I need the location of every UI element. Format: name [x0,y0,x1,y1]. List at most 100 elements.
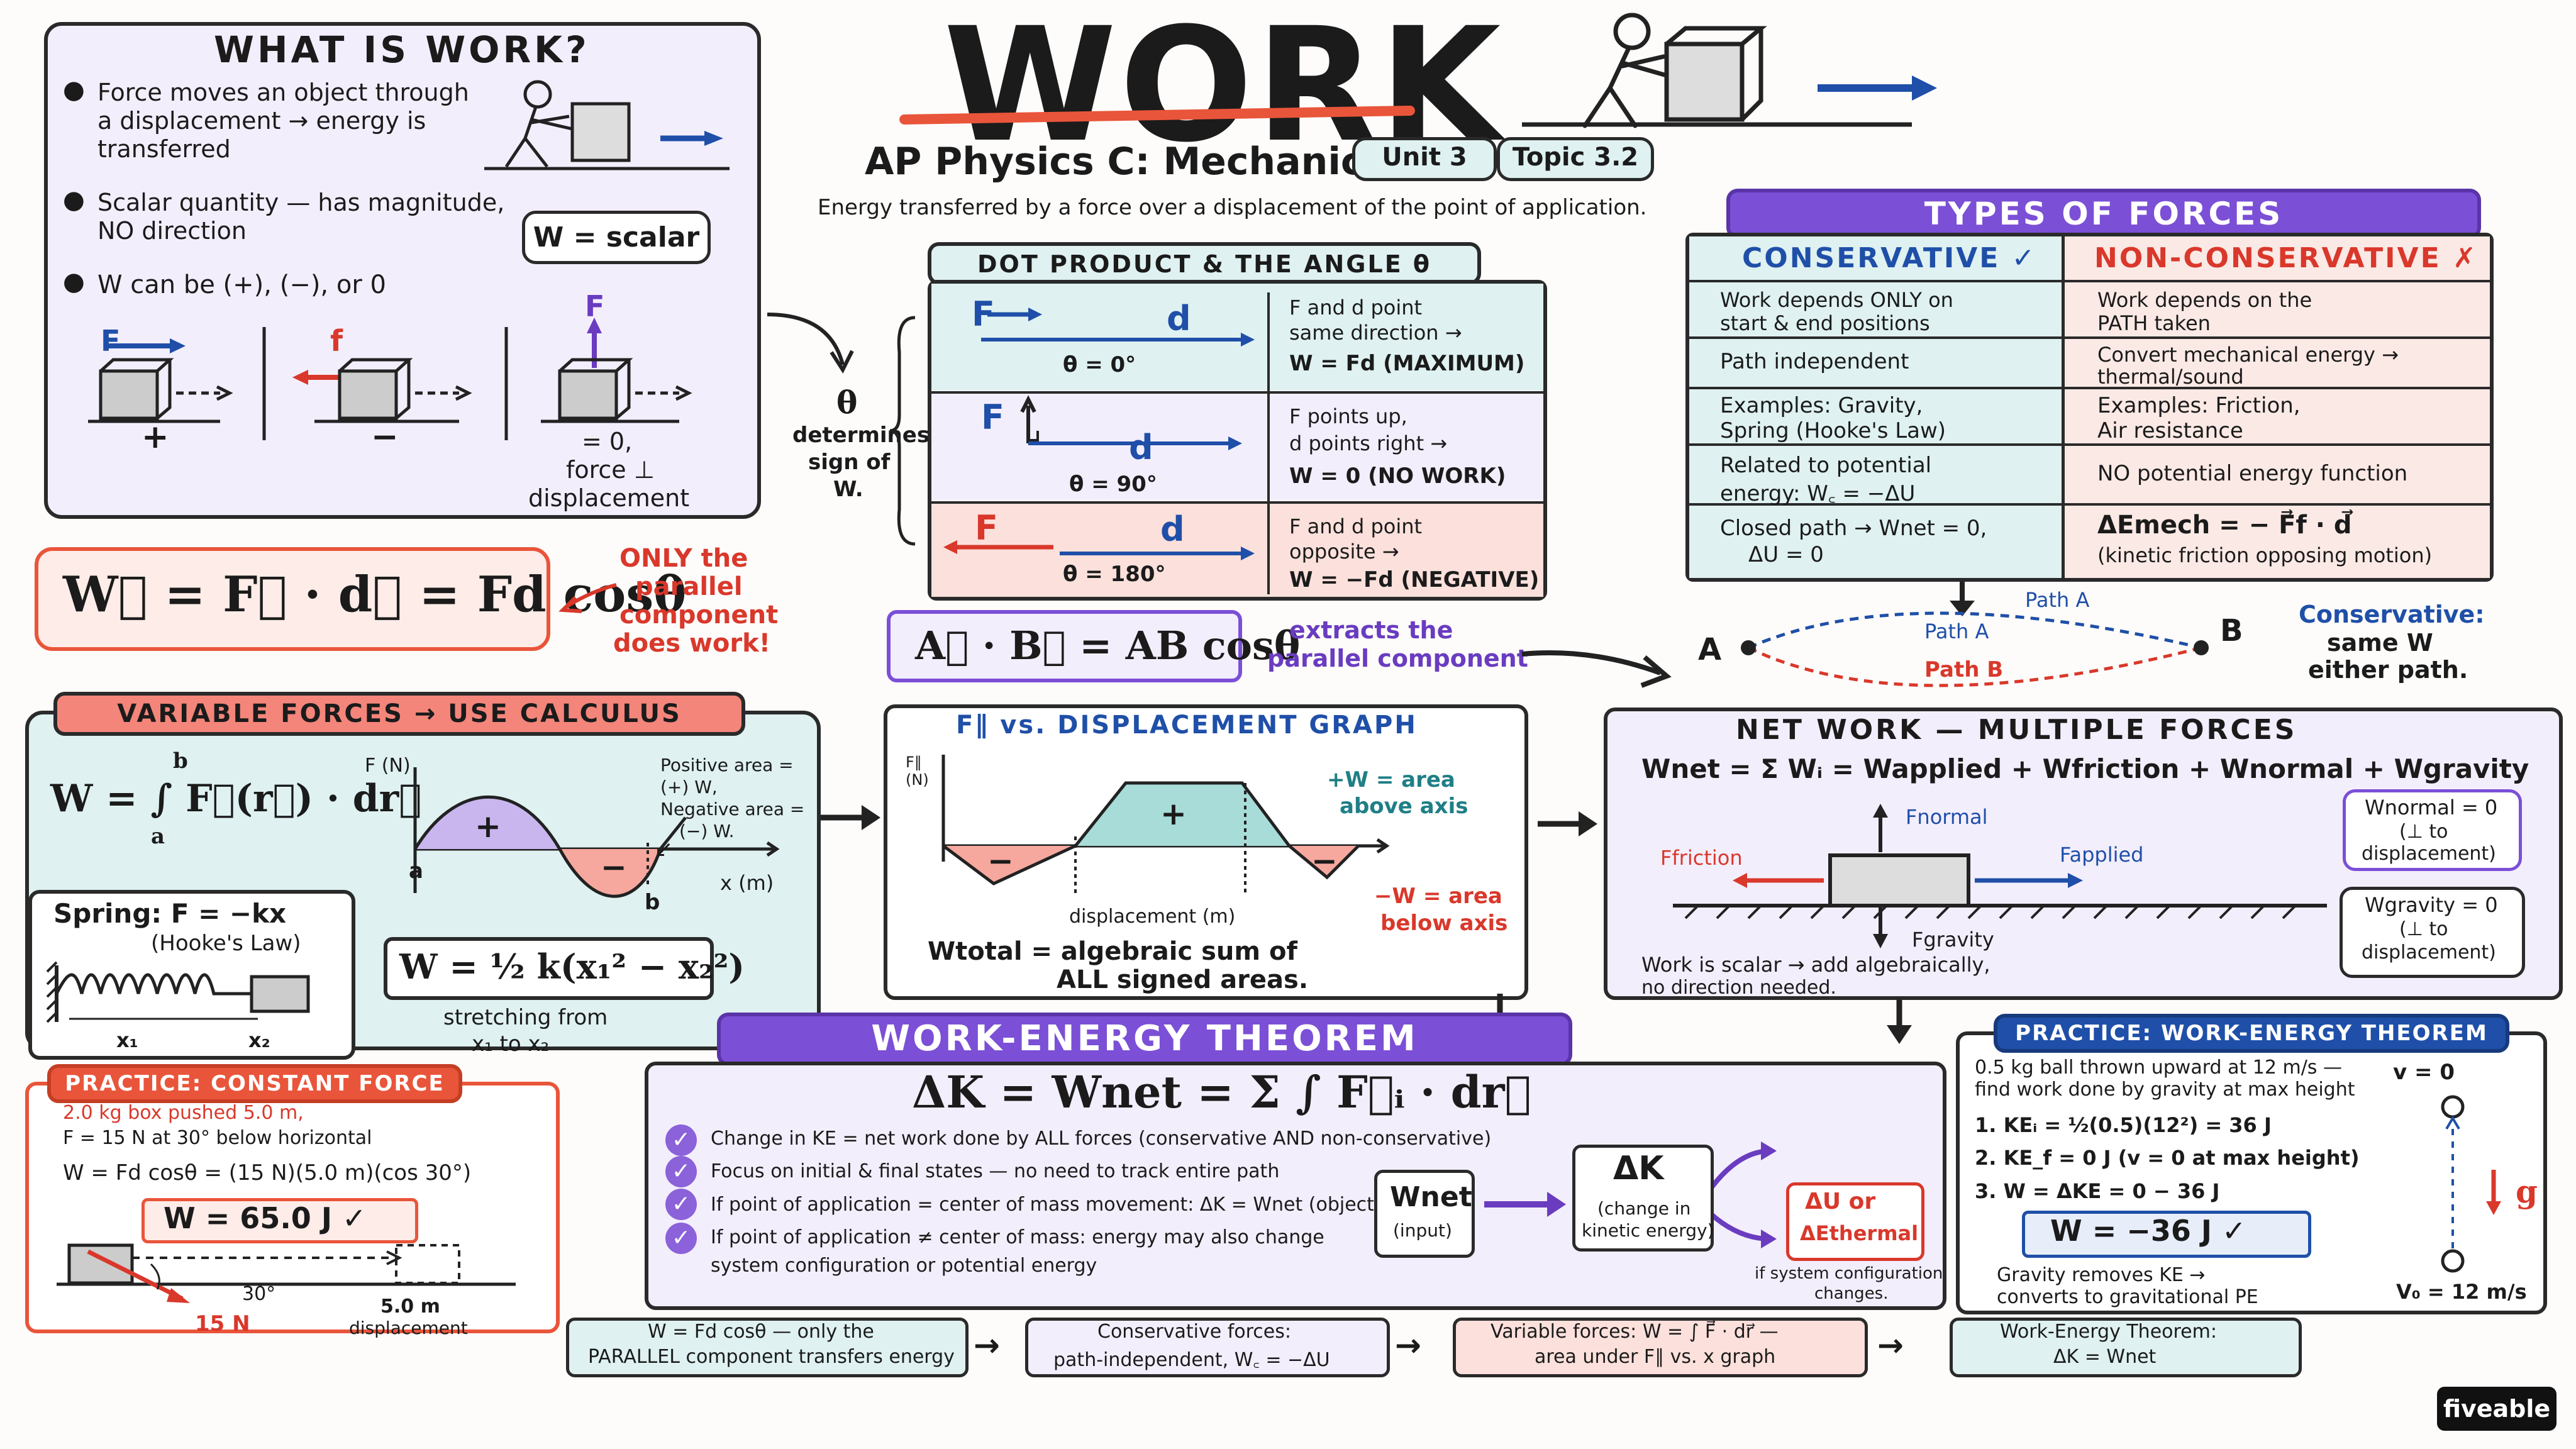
bullet-1-line-2: a displacement → energy is [97,107,426,135]
practice-c-disp-1: 5.0 m [380,1296,440,1318]
extracts-line-2: parallel component [1267,645,1528,672]
we-point-2: Focus on initial & final states — no nee… [711,1160,1280,1182]
summary-3-line-1: Variable forces: W = ∫ F⃗ · dr⃗ — [1491,1321,1779,1343]
forces-row-line-1 [1689,336,2490,339]
cons-note-line-2: same W [2327,629,2433,657]
path-a-top-label: Path A [2025,588,2090,612]
net-scalar-line-2: no direction needed. [1641,977,1836,999]
practice-c-line-1: 2.0 kg box pushed 5.0 m, [63,1102,304,1124]
bullet-dot-1: ● [63,75,85,104]
we-point-5: system configuration or potential energy [711,1255,1097,1277]
course-title: AP Physics C: Mechanics [865,140,1386,184]
point-a-label: A [1698,632,1722,667]
check-icon-3: ✓ [665,1189,697,1220]
row-1-desc-1: F and d point [1289,296,1423,319]
extracts-line-1: extracts the [1289,616,1453,644]
spring-line-1: Spring: F = −kx [53,898,287,929]
graph-minus-2: − [1311,843,1338,879]
check-icon-2: ✓ [665,1156,697,1187]
du-box [1786,1182,1924,1261]
practice-we-note-1: Gravity removes KE → [1997,1264,2206,1286]
practice-c-answer-box [142,1198,418,1243]
vf-plus: + [475,808,501,845]
nonconservative-heading: NON-CONSERVATIVE ✗ [2094,242,2478,274]
gravity-note-line-3: displacement) [2362,941,2496,963]
variable-forces-heading: VARIABLE FORCES → USE CALCULUS [53,692,745,736]
vf-tick-a: a [409,858,423,884]
row-2-desc-2: d points right → [1289,431,1448,455]
row-3-desc-2: opposite → [1289,540,1399,564]
case-3-line-3: displacement [528,484,690,512]
f-applied-label: Fapplied [2060,843,2144,867]
gravity-note-line-1: Wgravity = 0 [2365,893,2498,917]
graph-plus: + [1160,796,1187,832]
row-1-d-label: d [1167,299,1191,338]
dot-to-path-arrow [1521,650,1672,688]
noncons-row-4-a: NO potential energy function [2097,461,2408,486]
net-work-formula: Wnet = Σ Wᵢ = Wapplied + Wfriction + Wno… [1641,753,2529,784]
we-point-1: Change in KE = net work done by ALL forc… [711,1128,1492,1150]
topic-badge: Topic 3.2 [1497,137,1654,181]
scalar-box: W = scalar [522,211,711,264]
work-energy-heading: WORK-ENERGY THEOREM [717,1013,1572,1066]
row-2-f-label: F [981,397,1004,437]
summary-card-2 [1025,1318,1390,1377]
stick-figure-small-illustration [484,80,730,170]
area-note-arrow: ↙ [654,836,674,862]
area-note-line-3: Negative area = [660,799,805,819]
practice-we-step-2: 2. KE_f = 0 J (v = 0 at max height) [1975,1146,2360,1170]
case-1-sign: + [142,418,169,456]
spring-line-2: (Hooke's Law) [151,931,301,956]
cons-row-3-a: Examples: Gravity, [1720,393,1923,418]
forces-col-divider [2062,236,2065,578]
bullet-2-line-1: Scalar quantity — has magnitude, [97,189,505,216]
theta-note-line-4: W. [833,477,863,502]
dk-box-line-3: kinetic energy) [1582,1220,1714,1241]
config-line-2: changes. [1814,1284,1889,1303]
theta-note-line-2: determines [792,423,930,448]
row-3-angle: θ = 180° [1063,562,1166,587]
row-3-d-label: d [1160,509,1185,549]
row-2-d-label: d [1129,428,1153,467]
forces-row-line-3 [1689,443,2490,446]
area-note-line-1: Positive area = [660,755,794,775]
cons-row-5-b: ΔU = 0 [1748,542,1824,567]
row-3-f-label: F [975,508,998,548]
summary-arrow-1: → [974,1327,1000,1363]
graph-neg-line-1: −W = area [1374,884,1502,909]
only-parallel-line-3: component [619,601,779,630]
dot-product-heading: DOT PRODUCT & THE ANGLE θ [928,242,1481,285]
spring-illustration [46,961,310,1023]
practice-constant-heading: PRACTICE: CONSTANT FORCE [47,1064,462,1103]
vf-x-axis: x (m) [720,871,774,895]
summary-card-3 [1453,1318,1868,1377]
theta-symbol: θ [836,384,858,421]
wnet-box-line-2: (input) [1393,1220,1452,1241]
integral-upper: b [173,748,188,774]
practice-c-force: 15 N [195,1311,250,1336]
dot-row-1-bg [931,284,1543,391]
bullet-2-line-2: NO direction [97,217,247,245]
cons-row-4-a: Related to potential [1720,453,1932,478]
v-bottom-label: V₀ = 12 m/s [2396,1280,2527,1304]
dot-row-divider-1 [931,391,1543,394]
cons-note-line-3: either path. [2308,656,2468,684]
bullet-1-line-1: Force moves an object through [97,79,469,106]
row-1-desc-2: same direction → [1289,321,1462,345]
practice-we-line-2: find work done by gravity at max height [1975,1079,2355,1101]
area-note-line-2: (+) W, [660,777,718,797]
practice-c-diagram [57,1243,516,1303]
graph-total-line-2: ALL signed areas. [1057,965,1309,994]
practice-we-answer-box [2022,1211,2311,1258]
graph-to-net-arrow [1538,811,1597,836]
theta-note-line-3: sign of [808,450,891,475]
what-is-work-heading: WHAT IS WORK? [214,28,590,71]
forces-row-line-4 [1689,503,2490,506]
graph-minus-1: − [987,843,1014,879]
variable-to-graph-arrow [821,805,880,830]
noncons-row-2-b: thermal/sound [2097,365,2244,389]
summary-1-line-1: W = Fd cosθ — only the [648,1321,874,1343]
wnet-box-line-1: Wnet [1390,1181,1472,1213]
gravity-note-box [2340,887,2525,978]
gravity-note-line-2: (⊥ to [2399,918,2448,940]
